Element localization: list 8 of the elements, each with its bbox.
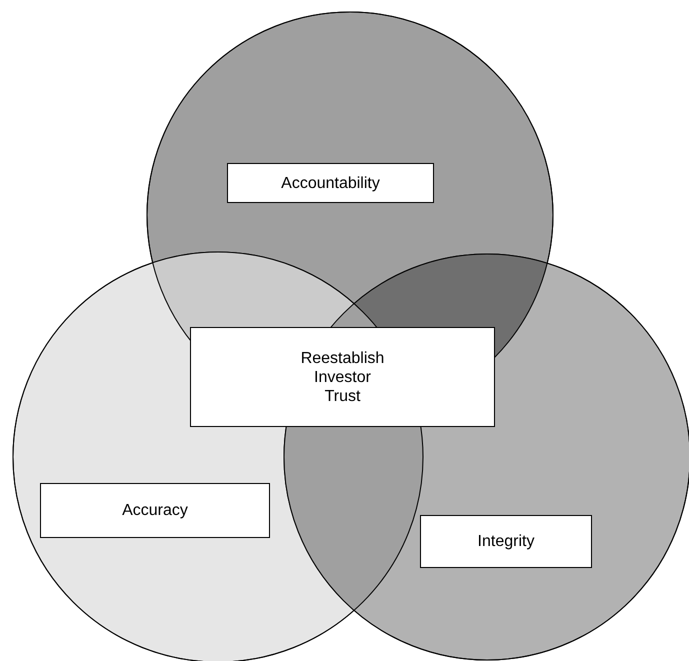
text-box [40,483,270,538]
text-box [190,327,495,427]
text-box [420,515,592,568]
text-box [227,163,434,203]
box-label: Reestablish Investor Trust [300,348,386,406]
box-label: Accountability [281,174,380,192]
box-label: Integrity [478,532,534,551]
box-label: Accuracy [122,501,188,520]
